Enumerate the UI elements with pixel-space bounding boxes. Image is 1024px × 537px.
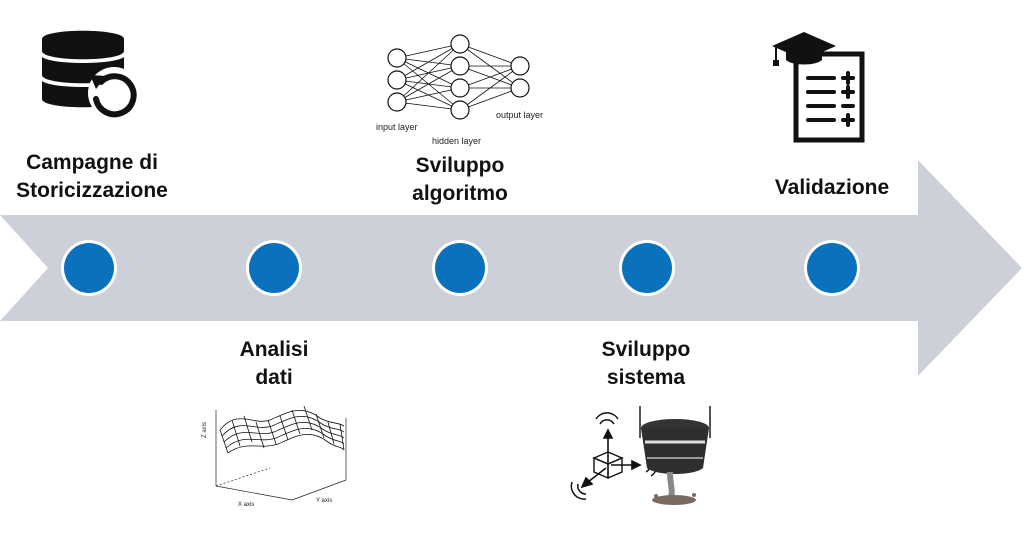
graduation-cap-icon — [772, 32, 836, 66]
timeline-node-5 — [804, 240, 860, 296]
checklist-lines — [806, 71, 855, 127]
sensor-cube-icon — [592, 451, 624, 480]
step-label-line2: Storicizzazione — [16, 179, 168, 202]
y-axis-label: Y axis — [316, 498, 332, 504]
step-label-campagne: Campagne di Storicizzazione — [12, 149, 172, 205]
timeline-node-4 — [619, 240, 675, 296]
axis-arrows — [580, 428, 642, 489]
output-layer-label: output layer — [496, 110, 543, 120]
step-label-line1: Validazione — [774, 176, 890, 199]
network-edges — [396, 43, 521, 111]
database-restore-icon — [42, 30, 140, 119]
graduation-checklist-icon — [772, 32, 865, 143]
step-label-sistema: Sviluppo sistema — [576, 336, 716, 392]
surface-plot-icon: Z axis X axis Y axis — [202, 405, 347, 508]
step-label-analisi: Analisi dati — [214, 336, 334, 392]
surface-mesh — [219, 405, 345, 454]
timeline-node-1 — [61, 240, 117, 296]
input-layer-label: input layer — [376, 122, 418, 132]
step-label-line1: Campagne di — [26, 151, 158, 174]
step-label-line2: algoritmo — [412, 182, 508, 205]
arrow-shape — [0, 160, 1022, 376]
step-label-line1: Analisi — [239, 338, 309, 361]
step-label-algoritmo: Sviluppo algoritmo — [390, 152, 530, 208]
neural-network-icon: input layer hidden layer output layer — [376, 34, 543, 146]
step-label-line1: Sviluppo — [415, 154, 505, 177]
ladle-sensor-icon — [570, 406, 711, 505]
z-axis-label: Z axis — [202, 422, 208, 438]
timeline-node-3 — [432, 240, 488, 296]
step-label-line1: Sviluppo — [601, 338, 691, 361]
network-nodes — [387, 34, 530, 120]
ladle-icon — [639, 406, 711, 505]
hidden-layer-label: hidden layer — [432, 136, 481, 146]
step-label-line2: sistema — [606, 366, 686, 389]
timeline-node-2 — [246, 240, 302, 296]
step-label-validazione: Validazione — [762, 174, 902, 202]
x-axis-label: X axis — [238, 502, 254, 508]
step-label-line2: dati — [255, 366, 293, 389]
